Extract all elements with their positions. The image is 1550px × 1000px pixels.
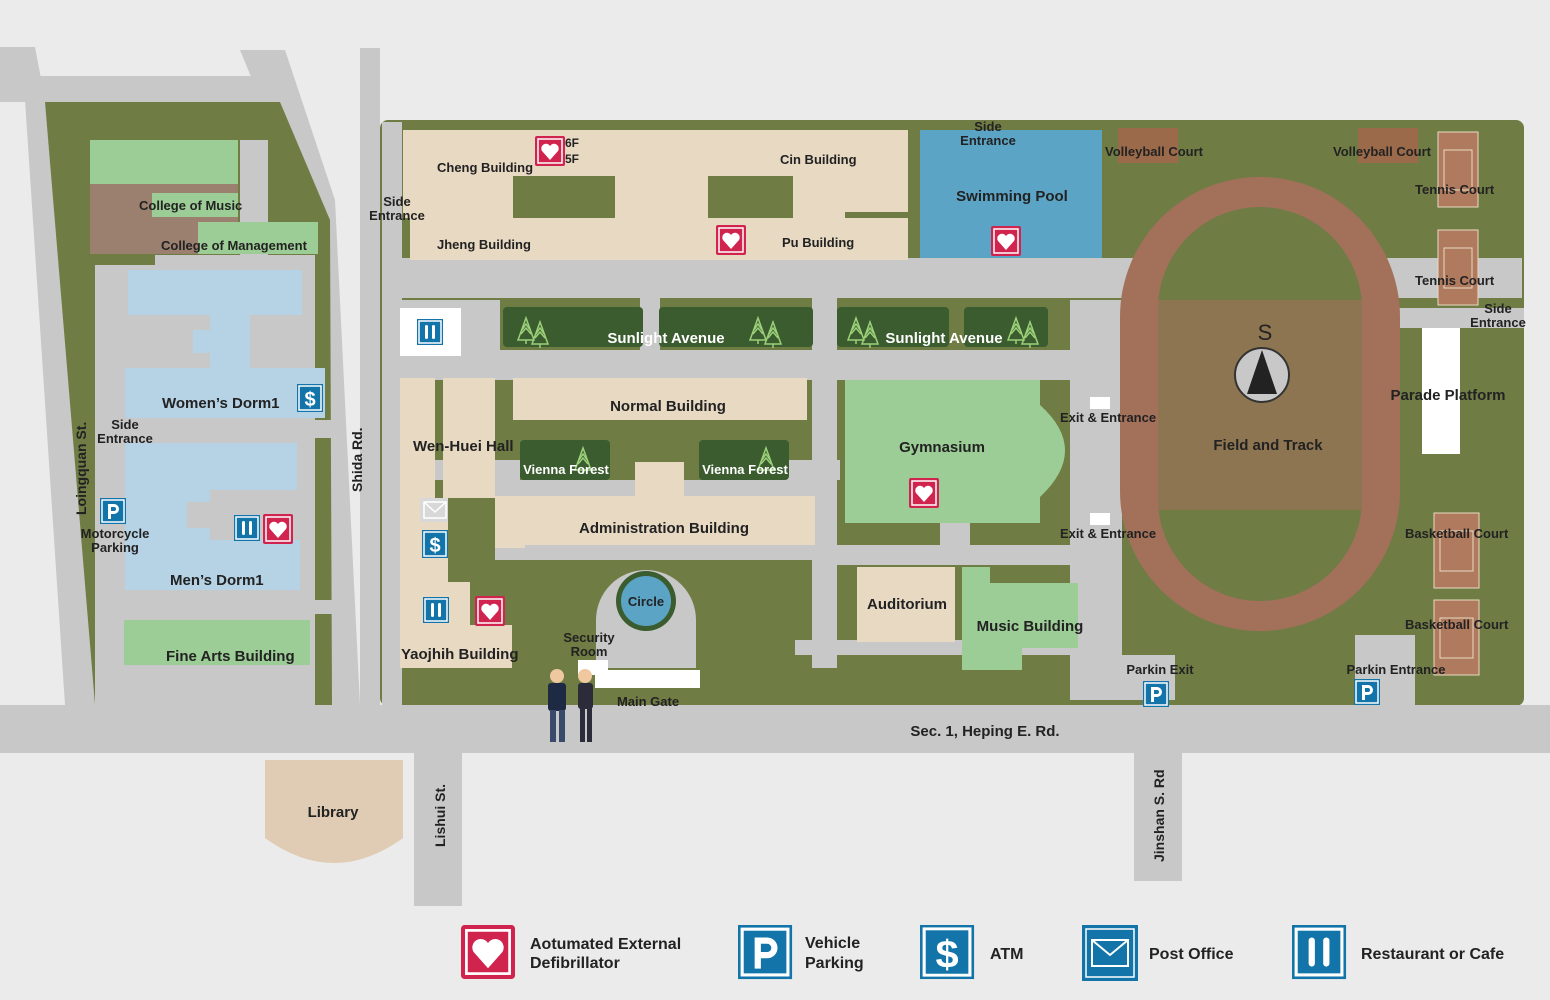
fork-knife-icon[interactable] [422,596,450,624]
aed-icon[interactable] [715,224,747,256]
labels: Cheng Building Cin Building Jheng Buildi… [73,119,1526,862]
street-loingquan: Loingquan St. [73,422,89,515]
label-tennis-1: Tennis Court [1415,182,1495,197]
main-campus [380,120,1524,706]
label-exit-entrance-1: Exit & Entrance [1060,410,1156,425]
label-exit-entrance-2: Exit & Entrance [1060,526,1156,541]
legend-atm-label: ATM [990,946,1023,963]
label-fine-arts-building: Fine Arts Building [166,648,295,665]
label-security-room-1: Security [563,630,615,645]
label-normal-building: Normal Building [610,398,726,415]
label-library: Library [308,804,360,821]
fork-knife-icon [1290,923,1348,981]
street-shida: Shida Rd. [349,427,365,492]
legend-restaurant: Restaurant or Cafe [1290,923,1504,981]
aed-icon[interactable] [534,135,566,167]
dollar-icon[interactable] [296,383,324,413]
label-gymnasium: Gymnasium [899,439,985,456]
label-6f: 6F [565,136,579,150]
label-motorcycle-parking-1: Motorcycle [81,526,150,541]
label-circle: Circle [628,594,664,609]
label-womens-dorm: Women’s Dorm1 [162,395,280,412]
fork-knife-icon[interactable] [233,514,261,542]
fork-knife-icon[interactable] [416,318,444,346]
compass-letter: S [1258,320,1273,345]
label-parkin-exit: Parkin Exit [1126,662,1194,677]
envelope-icon [1082,925,1138,981]
label-college-of-music: College of Music [139,198,242,213]
aed-icon[interactable] [262,513,294,545]
label-parkin-entrance: Parkin Entrance [1347,662,1446,677]
label-field-and-track: Field and Track [1213,437,1323,454]
label-pu: Pu Building [782,235,854,250]
label-administration-building: Administration Building [579,520,749,537]
parking-icon[interactable] [99,497,127,525]
legend-post-office: Post Office [1082,925,1234,981]
west-campus [0,47,380,708]
label-main-gate: Main Gate [617,694,679,709]
label-volleyball-2: Volleyball Court [1333,144,1432,159]
aed-icon[interactable] [474,595,506,627]
label-cheng: Cheng Building [437,160,533,175]
label-swimming-pool: Swimming Pool [956,188,1068,205]
heart-icon [459,923,517,981]
legend-atm: ATM [918,923,1023,981]
label-basketball-2: Basketball Court [1405,617,1509,632]
aed-icon[interactable] [990,225,1022,257]
label-parade-platform: Parade Platform [1390,387,1505,404]
legend-aed: Aotumated External Defibrillator [459,923,681,981]
label-jheng: Jheng Building [437,237,531,252]
label-side-entrance-west-2: Entrance [97,431,153,446]
label-side-entrance-top-1: Side [974,119,1001,134]
legend-parking-label-2: Parking [805,955,864,972]
legend-restaurant-label: Restaurant or Cafe [1361,946,1504,963]
label-college-of-management: College of Management [161,238,308,253]
label-motorcycle-parking-2: Parking [91,540,139,555]
people-icon [548,669,593,742]
parking-icon [736,923,794,981]
label-vienna-forest-2: Vienna Forest [702,462,788,477]
label-basketball-1: Basketball Court [1405,526,1509,541]
envelope-icon[interactable] [423,501,447,519]
street-heping: Sec. 1, Heping E. Rd. [910,723,1059,740]
legend-aed-label-1: Aotumated External [530,936,681,953]
label-side-entrance-right-1: Side [1484,301,1511,316]
label-side-entrance-left-2: Entrance [369,208,425,223]
label-auditorium: Auditorium [867,596,947,613]
label-side-entrance-left-1: Side [383,194,410,209]
parking-icon[interactable] [1142,680,1170,708]
dollar-icon [918,923,976,981]
legend-post-office-label: Post Office [1149,946,1234,963]
label-5f: 5F [565,152,579,166]
dollar-icon[interactable] [421,529,449,559]
label-music-building: Music Building [977,618,1084,635]
label-sunlight-avenue-2: Sunlight Avenue [885,330,1002,347]
label-mens-dorm: Men’s Dorm1 [170,572,264,589]
legend-parking: Vehicle Parking [736,923,864,981]
label-yaojhih-building: Yaojhih Building [401,646,519,663]
label-side-entrance-top-2: Entrance [960,133,1016,148]
label-tennis-2: Tennis Court [1415,273,1495,288]
legend: Aotumated External Defibrillator Vehicle… [459,923,1504,981]
streets [0,705,1550,906]
label-side-entrance-west-1: Side [111,417,138,432]
label-wen-huei-hall: Wen-Huei Hall [413,438,514,455]
parking-icon[interactable] [1353,678,1381,706]
label-vienna-forest-1: Vienna Forest [523,462,609,477]
street-lishui: Lishui St. [432,784,448,847]
street-jinshan: Jinshan S. Rd [1151,769,1167,862]
legend-parking-label-1: Vehicle [805,935,860,952]
label-sunlight-avenue-1: Sunlight Avenue [607,330,724,347]
label-volleyball-1: Volleyball Court [1105,144,1204,159]
label-side-entrance-right-2: Entrance [1470,315,1526,330]
label-security-room-2: Room [571,644,608,659]
aed-icon[interactable] [908,477,940,509]
post-office-marker [423,501,447,519]
label-cin: Cin Building [780,152,857,167]
legend-aed-label-2: Defibrillator [530,955,620,972]
